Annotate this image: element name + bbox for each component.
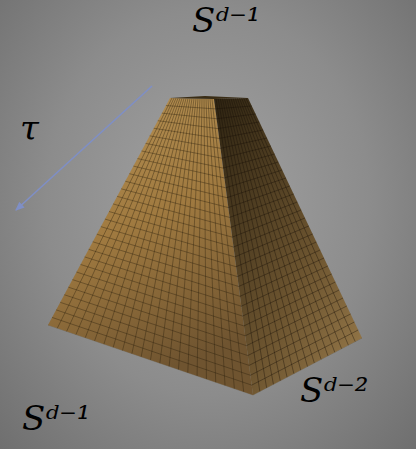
mesh-line: [76, 272, 243, 326]
mesh-line: [166, 106, 215, 109]
mesh-line: [60, 302, 249, 365]
mesh-line: [231, 202, 298, 227]
mesh-line: [248, 306, 347, 356]
mesh-line: [224, 162, 278, 178]
mesh-line: [121, 189, 229, 218]
mesh-line: [226, 170, 283, 188]
mesh-line: [154, 128, 219, 138]
mesh-line: [237, 242, 316, 277]
mesh-line: [235, 226, 309, 257]
mesh-line: [228, 186, 289, 208]
mesh-line: [247, 298, 344, 346]
mesh-line: [142, 151, 224, 168]
sphere-label: Sᵈ⁻²: [300, 372, 368, 409]
mesh-line: [89, 249, 240, 296]
mesh-line: [85, 257, 242, 306]
mesh-line: [250, 322, 354, 375]
mesh-line: [241, 266, 327, 306]
sphere-label: Sᵈ⁻¹: [22, 400, 90, 437]
mesh-line: [158, 121, 218, 129]
mesh-grid: [52, 98, 358, 392]
mesh-line: [215, 106, 252, 109]
mesh-line: [236, 234, 313, 267]
time-arrow: [16, 86, 152, 210]
mesh-line: [219, 130, 263, 138]
mesh-line: [230, 194, 294, 217]
time-label: τ: [20, 110, 39, 147]
mesh-line: [231, 99, 308, 367]
mesh-line: [162, 113, 217, 119]
mesh-line: [249, 314, 351, 365]
mesh-line: [240, 258, 324, 296]
mesh-line: [64, 295, 248, 356]
mesh-line: [223, 154, 275, 168]
mesh-line: [227, 178, 286, 198]
right-face: [214, 98, 362, 395]
mesh-line: [113, 204, 232, 237]
mesh-line: [101, 227, 236, 267]
mesh-line: [52, 317, 252, 385]
mesh-line: [68, 287, 246, 346]
mesh-line: [72, 280, 245, 336]
mesh-line: [97, 234, 238, 276]
mesh-line: [222, 146, 271, 158]
mesh-line: [56, 310, 250, 375]
mesh-line: [239, 250, 321, 286]
mesh-line: [218, 122, 260, 129]
mesh-line: [243, 274, 332, 316]
mesh-line: [244, 282, 336, 326]
mesh-line: [146, 143, 222, 158]
mesh-line: [133, 166, 225, 188]
mesh-line: [93, 242, 239, 287]
mesh-line: [221, 138, 268, 148]
mesh-line: [109, 212, 234, 248]
mesh-line: [245, 290, 339, 336]
sphere-label: Sᵈ⁻¹: [192, 2, 260, 39]
mesh-line: [117, 196, 231, 227]
mesh-line: [233, 98, 314, 363]
mesh-line: [137, 159, 224, 178]
mesh-line: [217, 114, 256, 119]
